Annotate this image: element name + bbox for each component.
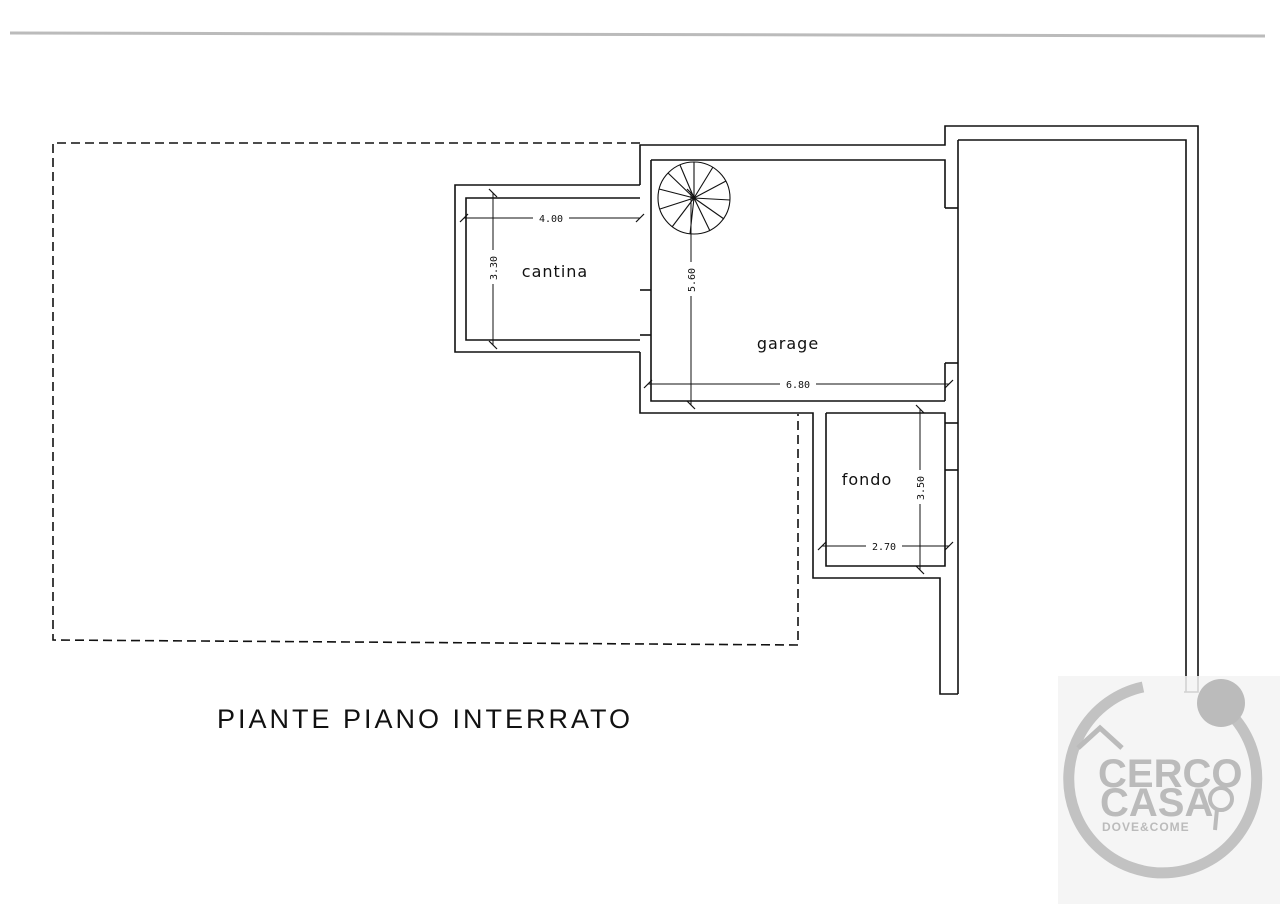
room-label-garage: garage: [757, 334, 819, 353]
dim-cantina-depth: 3.30: [489, 256, 500, 280]
dim-fondo-width: 2.70: [872, 542, 896, 553]
plan-title: PIANTE PIANO INTERRATO: [217, 704, 633, 734]
dim-cantina-width: 4.00: [539, 214, 563, 225]
room-label-cantina: cantina: [522, 262, 588, 281]
key-icon: [1208, 786, 1234, 812]
walls: [454, 125, 1199, 695]
watermark-line2: CASA: [1100, 781, 1213, 825]
dim-garage-width: 6.80: [786, 380, 810, 391]
room-label-fondo: fondo: [842, 470, 893, 489]
dimension-lines: [459, 188, 954, 575]
dim-fondo-depth: 3.50: [916, 476, 927, 500]
watermark-line3: DOVE&COME: [1102, 820, 1190, 834]
spiral-staircase: [657, 161, 731, 235]
dim-garage-depth: 5.60: [687, 268, 698, 292]
sheet-top-edge: [9, 31, 1266, 38]
dashed-area-outline: [52, 142, 799, 646]
watermark-logo: CERCO CASA DOVE&COME: [1058, 676, 1280, 904]
